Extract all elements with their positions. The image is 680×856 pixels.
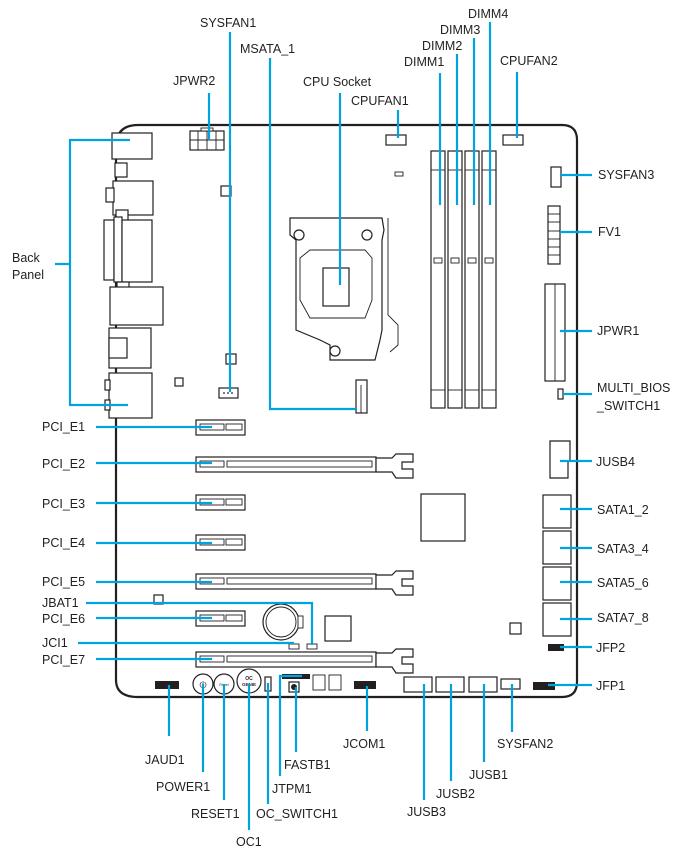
sysfan3-connector [550,166,562,188]
jfp2-header [548,644,564,651]
label-back-panel-line1: Back [12,251,41,265]
label-jfp1: JFP1 [596,679,625,693]
fv1-connector [547,205,561,265]
chipset [420,493,466,542]
label-oc-switch1: OC_SWITCH1 [256,807,338,821]
dimm3-slot [464,150,480,409]
label-jcom1: JCOM1 [343,737,385,751]
label-jfp2: JFP2 [596,641,625,655]
label-jusb3: JUSB3 [407,805,446,819]
label-jusb2: JUSB2 [436,787,475,801]
pci-e2-slot [195,453,414,479]
label-dimm3: DIMM3 [440,23,480,37]
msata-slot [355,379,368,414]
sata5-6-connector [542,566,572,601]
fastboot-button[interactable] [288,681,300,693]
label-pci-e4: PCI_E4 [42,536,85,550]
label-sata5-6: SATA5_6 [597,576,649,590]
label-sata1-2: SATA1_2 [597,503,649,517]
label-jaud1: JAUD1 [145,753,185,767]
sysfan1-connector [218,387,239,399]
label-sysfan2: SYSFAN2 [497,737,553,751]
pci-e5-slot [195,570,414,596]
labels: SYSFAN1 MSATA_1 JPWR2 CPU Socket CPUFAN1… [12,7,670,849]
jpwr1-connector [544,283,566,382]
back-panel [103,132,164,419]
jcom1-header [354,681,376,689]
cpufan1-connector [385,134,407,146]
jumper [394,171,404,177]
chip-square [509,622,522,635]
jci1-jumper [288,643,300,650]
label-back-panel-line2: Panel [12,268,44,282]
pci-e7-slot [195,648,414,674]
label-cpufan1: CPUFAN1 [351,94,409,108]
jpwr2-connector [189,127,225,151]
sata1-2-connector [542,494,572,529]
chip-square [324,615,352,642]
leader-lines [55,22,592,830]
chip-square [174,377,184,387]
label-pci-e6: PCI_E6 [42,612,85,626]
jfp1-header [533,682,555,690]
label-power1: POWER1 [156,780,210,794]
label-pci-e7: PCI_E7 [42,653,85,667]
pcie-slots [195,419,414,674]
cpufan2-connector [502,134,524,146]
label-jusb4: JUSB4 [596,455,635,469]
jusb4-connector [549,440,571,479]
label-jci1: JCI1 [42,636,68,650]
label-pci-e5: PCI_E5 [42,575,85,589]
cpu-socket [289,217,399,361]
board-outline [114,123,579,699]
label-dimm2: DIMM2 [422,39,462,53]
label-jusb1: JUSB1 [469,768,508,782]
jaud1-header [155,681,179,689]
label-msata-1: MSATA_1 [240,42,295,56]
label-pci-e1: PCI_E1 [42,420,85,434]
label-pci-e2: PCI_E2 [42,457,85,471]
label-sata7-8: SATA7_8 [597,611,649,625]
label-sysfan3: SYSFAN3 [598,168,654,182]
label-cpufan2: CPUFAN2 [500,54,558,68]
label-cpu-socket: CPU Socket [303,75,372,89]
label-dimm1: DIMM1 [404,55,444,69]
label-jpwr2: JPWR2 [173,74,215,88]
label-reset1: RESET1 [191,807,240,821]
label-fv1: FV1 [598,225,621,239]
jusb3-header [403,676,433,693]
debug-led-digit-2 [328,674,342,691]
dimm2-slot [447,150,463,409]
label-fastb1: FASTB1 [284,758,331,772]
label-multi-bios-line1: MULTI_BIOS [597,381,670,395]
oc-icon-top: OC [245,676,253,682]
label-jpwr1: JPWR1 [597,324,639,338]
label-multi-bios-line2: _SWITCH1 [596,399,660,413]
multi-bios-switch [557,388,564,400]
label-jtpm1: JTPM1 [272,782,312,796]
label-dimm4: DIMM4 [468,7,508,21]
label-pci-e3: PCI_E3 [42,497,85,511]
label-oc1: OC1 [236,835,262,849]
label-jbat1: JBAT1 [42,596,79,610]
debug-led-digit-1 [312,674,326,691]
label-sata3-4: SATA3_4 [597,542,649,556]
cmos-battery [262,603,304,641]
dimm-slots [430,150,497,409]
sysfan2-connector [500,678,521,690]
dimm1-slot [430,150,446,409]
label-sysfan1: SYSFAN1 [200,16,256,30]
